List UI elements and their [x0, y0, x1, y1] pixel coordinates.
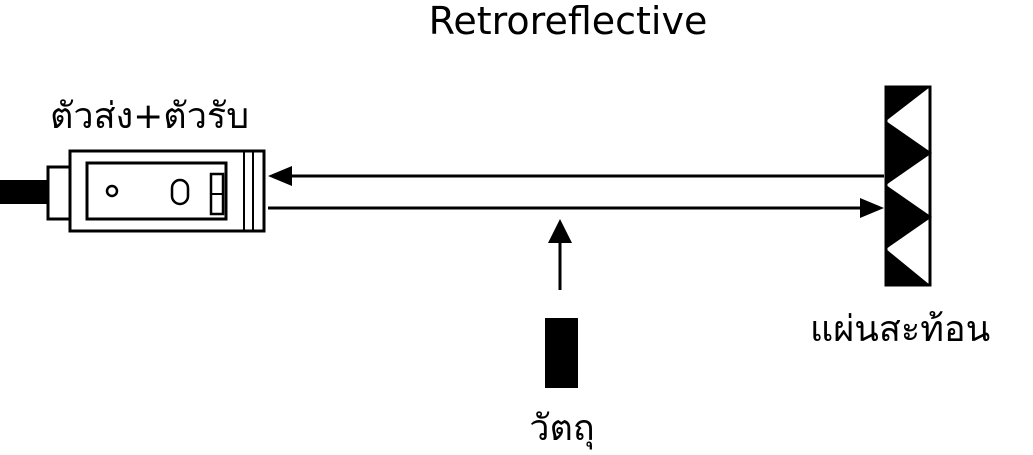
sensor-label: ตัวส่ง+ตัวรับ [50, 96, 249, 137]
object-motion-arrow [548, 219, 572, 290]
object-label: วัตถุ [529, 408, 594, 450]
object-block-icon [545, 318, 578, 388]
reflector-prism-icon [884, 85, 932, 287]
emitted-beam [268, 198, 884, 218]
sensor-cable [0, 180, 48, 204]
sensor-body-icon [46, 149, 266, 233]
diagram-title: Retroreflective [429, 0, 708, 43]
reflector-label: แผ่นสะท้อน [810, 309, 990, 350]
return-beam [268, 166, 884, 186]
